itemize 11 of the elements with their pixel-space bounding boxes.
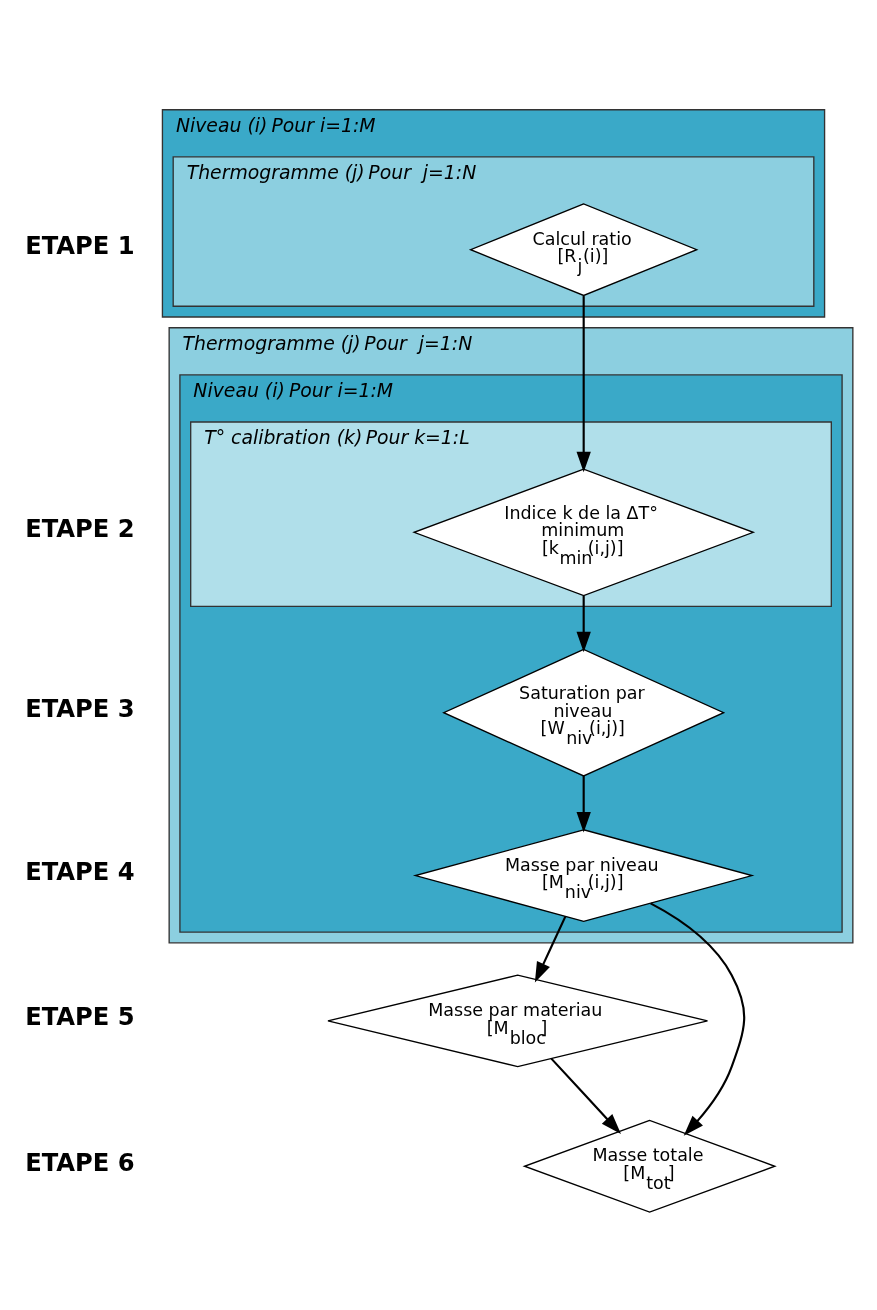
arrow <box>649 901 745 1136</box>
label: ETAPE 1 <box>24 231 135 260</box>
label: ETAPE 3 <box>24 694 135 723</box>
arrow <box>550 1057 621 1134</box>
label: ETAPE 5 <box>24 1002 135 1031</box>
label: ETAPE 6 <box>24 1148 135 1177</box>
arrow <box>576 595 591 652</box>
arrow <box>576 775 591 833</box>
arrow <box>576 295 591 472</box>
label: ETAPE 4 <box>24 857 135 886</box>
label: ETAPE 2 <box>24 514 135 543</box>
